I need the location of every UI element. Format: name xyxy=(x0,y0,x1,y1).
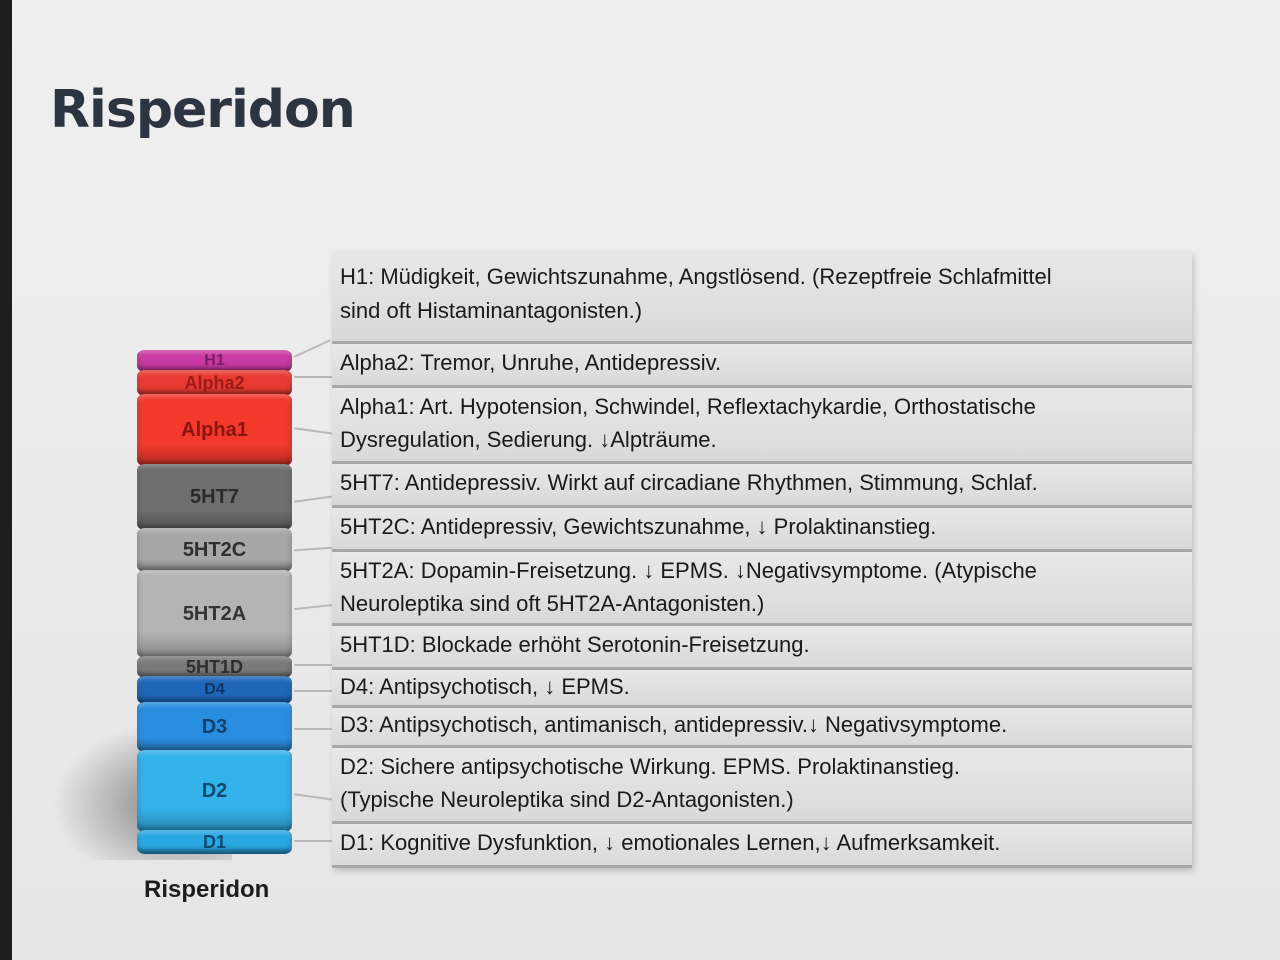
effect-box-d3: D3: Antipsychotisch, antimanisch, antide… xyxy=(332,708,1192,748)
effect-box-5ht2a: 5HT2A: Dopamin-Freisetzung. ↓ EPMS. ↓Neg… xyxy=(332,552,1192,626)
effect-text: Alpha2: Tremor, Unruhe, Antidepressiv. xyxy=(340,350,722,375)
effect-text: D2: Sichere antipsychotische Wirkung. EP… xyxy=(340,754,960,779)
effect-text: H1: Müdigkeit, Gewichtszunahme, Angstlös… xyxy=(340,264,1052,289)
receptor-segment-d4: D4 xyxy=(137,676,292,704)
connector-alpha2 xyxy=(294,376,334,378)
effect-text: 5HT2A: Dopamin-Freisetzung. ↓ EPMS. ↓Neg… xyxy=(340,558,1037,583)
connector-alpha1 xyxy=(294,427,334,435)
effect-box-5ht7: 5HT7: Antidepressiv. Wirkt auf circadian… xyxy=(332,464,1192,508)
receptor-segment-alpha1: Alpha1 xyxy=(137,394,292,466)
effect-text: Alpha1: Art. Hypotension, Schwindel, Ref… xyxy=(340,394,1036,419)
effect-box-alpha2: Alpha2: Tremor, Unruhe, Antidepressiv. xyxy=(332,344,1192,388)
effect-box-d1: D1: Kognitive Dysfunktion, ↓ emotionales… xyxy=(332,824,1192,868)
effect-box-5ht2c: 5HT2C: Antidepressiv, Gewichtszunahme, ↓… xyxy=(332,508,1192,552)
connector-5ht7 xyxy=(294,495,334,503)
receptor-segment-5ht1d: 5HT1D xyxy=(137,656,292,678)
effect-text: D1: Kognitive Dysfunktion, ↓ emotionales… xyxy=(340,830,1001,855)
receptor-segment-d1: D1 xyxy=(137,830,292,854)
connector-d1 xyxy=(294,840,334,842)
effect-text: sind oft Histaminantagonisten.) xyxy=(340,298,643,323)
slide: Risperidon H1 Alpha2 Alpha1 5HT7 5HT2C 5… xyxy=(12,0,1280,960)
receptor-segment-d3: D3 xyxy=(137,702,292,752)
effect-box-d2: D2: Sichere antipsychotische Wirkung. EP… xyxy=(332,748,1192,824)
effect-box-5ht1d: 5HT1D: Blockade erhöht Serotonin-Freiset… xyxy=(332,626,1192,670)
receptor-segment-h1: H1 xyxy=(137,350,292,372)
effect-box-alpha1: Alpha1: Art. Hypotension, Schwindel, Ref… xyxy=(332,388,1192,464)
connector-d4 xyxy=(294,690,334,692)
effect-text: Dysregulation, Sedierung. ↓Alpträume. xyxy=(340,427,717,452)
stack-caption: Risperidon xyxy=(144,876,270,903)
receptor-segment-5ht7: 5HT7 xyxy=(137,464,292,530)
connector-5ht2a xyxy=(294,603,334,611)
effect-text: 5HT1D: Blockade erhöht Serotonin-Freiset… xyxy=(340,632,810,657)
receptor-segment-d2: D2 xyxy=(137,750,292,832)
effect-box-h1: H1: Müdigkeit, Gewichtszunahme, Angstlös… xyxy=(332,252,1192,344)
connector-d2 xyxy=(294,793,334,801)
effect-text: 5HT2C: Antidepressiv, Gewichtszunahme, ↓… xyxy=(340,514,937,539)
connector-5ht2c xyxy=(293,546,335,552)
effect-text: 5HT7: Antidepressiv. Wirkt auf circadian… xyxy=(340,470,1038,495)
receptor-segment-5ht2a: 5HT2A xyxy=(137,570,292,658)
effect-text: Neuroleptika sind oft 5HT2A-Antagonisten… xyxy=(340,591,765,616)
connector-d3 xyxy=(294,728,334,730)
effect-text: D3: Antipsychotisch, antimanisch, antide… xyxy=(340,712,1008,737)
connector-5ht1d xyxy=(294,664,334,666)
effect-box-d4: D4: Antipsychotisch, ↓ EPMS. xyxy=(332,670,1192,708)
receptor-segment-5ht2c: 5HT2C xyxy=(137,528,292,572)
effect-text: D4: Antipsychotisch, ↓ EPMS. xyxy=(340,674,630,699)
connector-h1 xyxy=(293,339,331,358)
slide-title: Risperidon xyxy=(50,80,356,140)
receptor-segment-alpha2: Alpha2 xyxy=(137,370,292,396)
effect-text: (Typische Neuroleptika sind D2-Antagonis… xyxy=(340,787,794,812)
